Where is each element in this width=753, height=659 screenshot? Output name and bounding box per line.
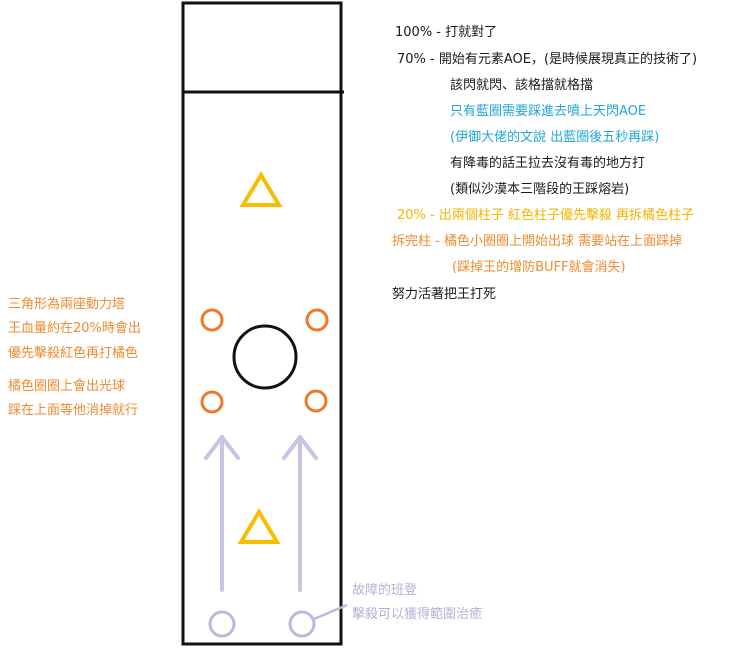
final-phase-text: 努力活著把王打死 xyxy=(392,287,497,302)
orb-circle-top-right xyxy=(305,308,329,332)
triangle-note-line-2: 王血量約在20%時會出 xyxy=(8,321,141,336)
triangle-note-line-3: 優先擊殺紅色再打橘色 xyxy=(8,346,139,361)
boss-circle xyxy=(232,324,298,390)
phase-pillars-cleared-text: 拆完柱 - 橘色小圈圈上開始出球 需要站在上面踩掉 xyxy=(392,234,683,249)
arrow-left xyxy=(204,435,240,592)
orb-circle-top-left xyxy=(200,308,224,332)
phase-20-text: 20% - 出兩個柱子 紅色柱子優先擊殺 再拆橘色柱子 xyxy=(397,208,695,223)
phase-70-blue-circle-note: (伊御大佬的文說 出藍圈後五秒再踩) xyxy=(450,130,660,145)
phase-70-poison-text: 有降毒的話王拉去沒有毒的地方打 xyxy=(450,156,646,171)
power-tower-triangle-top xyxy=(239,171,283,207)
phase-100-text: 100% - 打就對了 xyxy=(395,25,498,40)
phase-70-blue-circle-text: 只有藍圈需要踩進去噴上天閃AOE xyxy=(450,104,647,119)
bench-note-line-2: 擊殺可以獲得範圍治癒 xyxy=(352,607,483,622)
phase-pillars-cleared-note: (踩掉王的增防BUFF就會消失) xyxy=(452,260,626,275)
phase-70-poison-note: (類似沙漠本三階段的王踩熔岩) xyxy=(450,182,630,197)
orb-note-line-2: 踩在上面等他消掉就行 xyxy=(8,403,139,418)
orb-note-line-1: 橘色圈圈上會出光球 xyxy=(8,379,126,394)
bench-circle-right xyxy=(288,610,316,638)
arena-outline xyxy=(181,1,343,646)
bench-note-line-1: 故障的班登 xyxy=(352,583,418,598)
bench-pointer-line xyxy=(313,603,348,621)
orb-circle-bottom-left xyxy=(200,390,224,414)
bench-circle-left xyxy=(208,610,236,638)
power-tower-triangle-bottom xyxy=(237,508,281,544)
arrow-right xyxy=(282,435,318,592)
orb-circle-bottom-right xyxy=(304,389,328,413)
phase-70-text: 70% - 開始有元素AOE，(是時候展現真正的技術了) xyxy=(397,52,698,67)
triangle-note-line-1: 三角形為兩座動力塔 xyxy=(8,297,126,312)
phase-70-dodge-text: 該閃就閃、該格擋就格擋 xyxy=(450,78,594,93)
